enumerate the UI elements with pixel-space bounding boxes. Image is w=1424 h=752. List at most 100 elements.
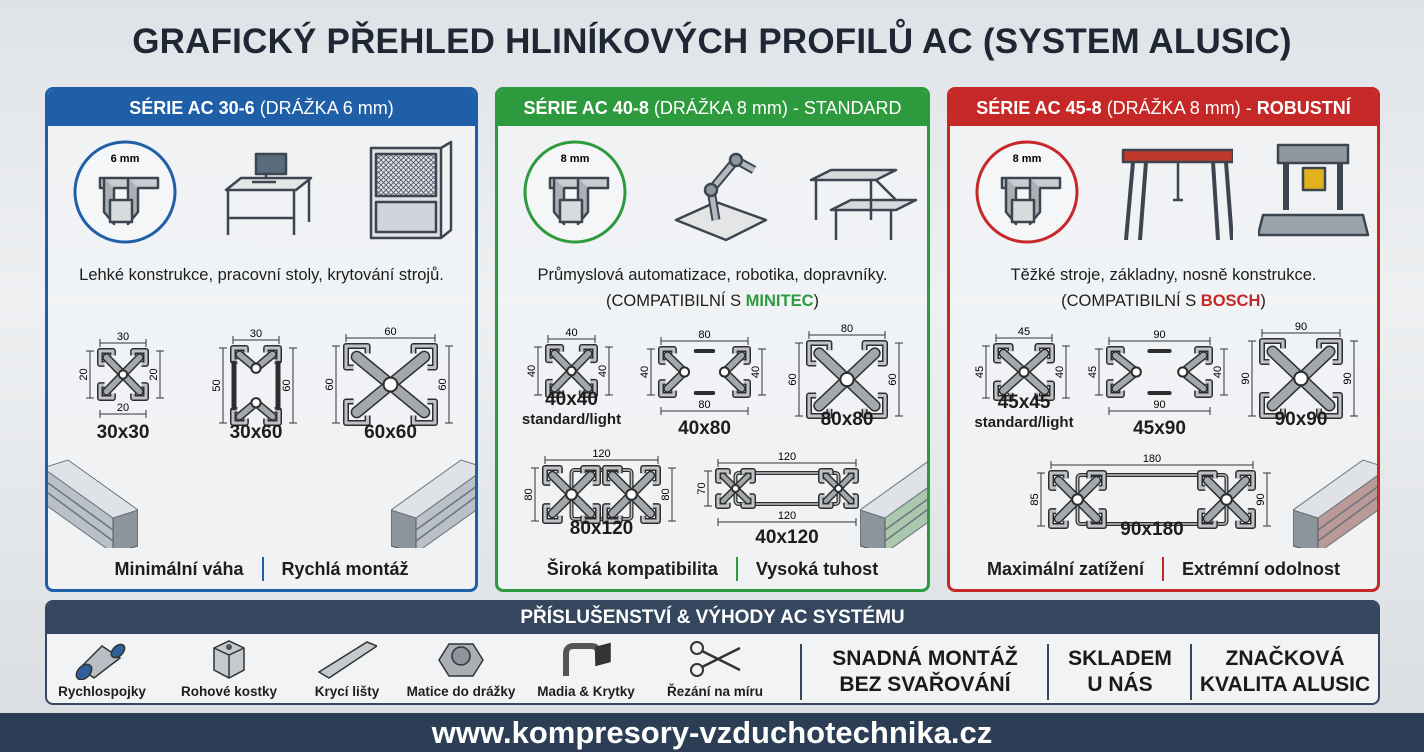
series-groove: (DRÁŽKA 8 mm) -: [1101, 98, 1257, 118]
caliper-icon: 8 mm: [523, 140, 627, 244]
dimension-label: 40: [526, 365, 538, 377]
profile-corner: [581, 466, 600, 485]
dimension-label: 180: [1143, 453, 1161, 465]
dimension-label: 40: [1054, 366, 1066, 378]
extrusion-illustration: [48, 459, 138, 548]
dimension-label: 40: [597, 365, 609, 377]
profile-corner: [716, 494, 730, 508]
profile-corner: [1260, 393, 1285, 418]
profile-core-bore: [1071, 493, 1084, 506]
profile-corner: [1317, 339, 1342, 364]
profile-drawing: 80 80 40 40: [639, 329, 766, 415]
feature-divider: [735, 557, 738, 581]
hydraulic-press-icon: [1258, 143, 1370, 237]
compat-brand: BOSCH: [1200, 292, 1261, 310]
series-code: SÉRIE AC 30-6: [129, 98, 255, 118]
profile-name: 60x60: [364, 422, 417, 443]
profile-core-bore: [718, 366, 731, 378]
dimension-label: 90: [1342, 372, 1354, 384]
profile-corner: [1035, 344, 1054, 363]
push-fitting-icon: [75, 643, 126, 680]
profile-variant: standard/light: [521, 411, 622, 428]
dimension-label: 40: [639, 366, 651, 378]
gantry-crane-icon: [1121, 148, 1233, 241]
profile-core-bore: [250, 362, 262, 374]
groove-width-label: 8 mm: [1013, 153, 1042, 165]
profile-corner: [733, 380, 750, 397]
groove-width-label: 6 mm: [111, 153, 140, 165]
profile-drawing: 30 50 60: [211, 328, 297, 426]
handle-cap-icon: [563, 642, 611, 676]
divider: [1047, 644, 1049, 700]
profile-corner: [1195, 347, 1212, 364]
compatibility-note: (COMPATIBILNÍ S MINITEC): [498, 288, 927, 314]
dimension-label: 120: [778, 510, 796, 522]
profile-corner: [1236, 471, 1255, 490]
dimension-label: 80: [698, 399, 710, 411]
profile-name: 40x120: [755, 527, 819, 548]
profile-corner: [543, 466, 562, 485]
profile-corner: [994, 381, 1013, 400]
accessory-slot-nut: Matice do drážky: [396, 638, 526, 699]
benefit-line: SNADNÁ MONTÁŽ: [832, 647, 1018, 670]
dimension-label: 45: [1087, 366, 1099, 378]
dimension-label: 50: [211, 379, 223, 391]
profile-corner: [1087, 471, 1106, 490]
profile-name: 40x80: [678, 418, 731, 439]
profile-corner: [1236, 509, 1255, 528]
profile-corner: [1198, 509, 1217, 528]
compat-brand: MINITEC: [745, 292, 814, 310]
profile-name: 45x90: [1133, 418, 1186, 439]
profile-corner: [807, 394, 831, 418]
dimension-label: 40: [1212, 366, 1224, 378]
extrusion-illustration: [1293, 459, 1377, 548]
profile-core-bore: [117, 369, 129, 380]
website-url[interactable]: www.kompresory-vzduchotechnika.cz: [0, 713, 1424, 752]
profile-corner: [344, 344, 370, 370]
corner-cube-icon: [213, 640, 245, 679]
dimension-label: 30: [250, 328, 262, 340]
dimension-label: 85: [1029, 493, 1041, 505]
dimension-label: 90: [1255, 493, 1267, 505]
dimension-label: 20: [148, 368, 160, 380]
dimension-label: 90: [1153, 329, 1165, 341]
dimension-label: 45: [1018, 326, 1030, 338]
robot-arm-icon: [674, 152, 768, 242]
profile-corner: [863, 341, 887, 365]
application-icons: 8 mm: [950, 140, 1377, 250]
profile-hollow-chamber: [570, 469, 633, 520]
profile-cross-section: [230, 345, 282, 426]
groove-width-label: 8 mm: [561, 153, 590, 165]
benefit-line: KVALITA ALUSIC: [1199, 673, 1371, 696]
profile-corner: [844, 494, 858, 508]
benefit-line: SKLADEM: [1068, 647, 1172, 670]
series-description: Těžké stroje, základny, nosně konstrukce…: [950, 262, 1377, 314]
profile-corner: [994, 344, 1013, 363]
cover-strip-icon: [317, 641, 377, 679]
machine-guard-icon: [369, 140, 453, 240]
feature-label: Vysoká tuhost: [755, 558, 879, 579]
dimension-label: 60: [281, 379, 293, 391]
feature-divider: [261, 557, 264, 581]
profile-corner: [98, 349, 115, 366]
profile-cross-section: [97, 348, 149, 401]
profile-corner: [603, 504, 622, 523]
accessory-label: Madia & Krytky: [537, 684, 635, 699]
dimension-label: 80: [523, 488, 535, 500]
dimension-label: 80: [698, 329, 710, 341]
dimension-label: 40: [750, 366, 762, 378]
profile-corner: [1049, 471, 1068, 490]
feature-label: Extrémní odolnost: [1182, 558, 1341, 579]
profile-corner: [546, 345, 563, 362]
profile-cross-section: [542, 465, 661, 524]
